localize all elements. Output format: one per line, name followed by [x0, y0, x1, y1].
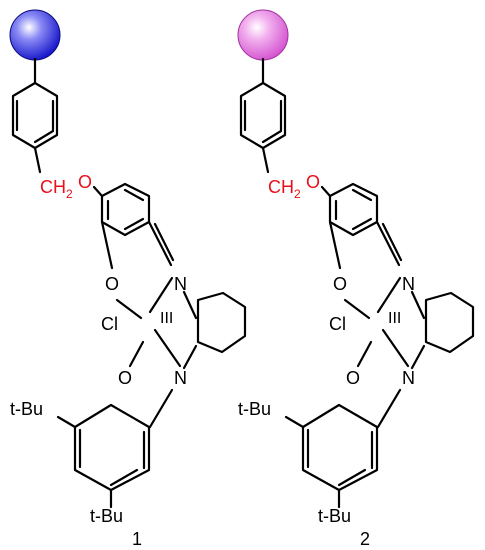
- linker-ch2-label: CH2: [268, 177, 301, 201]
- chloride-label: Cl: [329, 314, 346, 334]
- tbu-left-label: t-Bu: [10, 399, 43, 419]
- compound-2: CH2 O O N Cl III O N t-Bu t-Bu 2: [237, 9, 475, 549]
- polymer-bead-pink: [237, 9, 289, 61]
- phenoxy-oxygen-upper: O: [105, 274, 119, 294]
- metal-oxidation-state: III: [160, 310, 173, 327]
- compound-label: 2: [360, 529, 370, 549]
- chloride-label: Cl: [101, 314, 118, 334]
- polymer-bead-blue: [9, 9, 61, 61]
- phenoxy-oxygen-lower: O: [118, 368, 132, 388]
- imine-nitrogen-lower: N: [402, 368, 415, 388]
- linker-oxygen-label: O: [306, 172, 320, 192]
- compound-label: 1: [132, 529, 142, 549]
- tbu-left-label: t-Bu: [238, 399, 271, 419]
- tbu-bottom-label: t-Bu: [90, 506, 123, 526]
- linker-oxygen-label: O: [78, 172, 92, 192]
- linker-ch2-label: CH2: [40, 177, 73, 201]
- compound-1: CH2 O O N Cl III O N t-Bu t-Bu 1: [9, 9, 247, 549]
- metal-oxidation-state: III: [388, 310, 401, 327]
- imine-nitrogen-lower: N: [174, 368, 187, 388]
- imine-nitrogen-upper: N: [402, 274, 415, 294]
- phenoxy-oxygen-upper: O: [333, 274, 347, 294]
- tbu-bottom-label: t-Bu: [318, 506, 351, 526]
- imine-nitrogen-upper: N: [174, 274, 187, 294]
- phenoxy-oxygen-lower: O: [346, 368, 360, 388]
